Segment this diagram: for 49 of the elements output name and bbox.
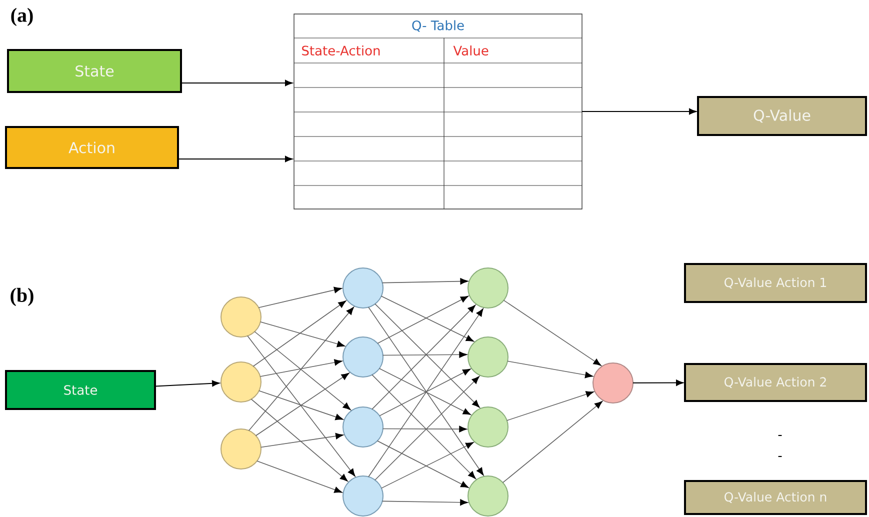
arrow bbox=[178, 156, 293, 162]
neuron-circle bbox=[220, 362, 262, 402]
arrow bbox=[180, 80, 293, 86]
q-table: Q- Table State-Action Value bbox=[294, 14, 582, 210]
state-box: State bbox=[5, 370, 156, 410]
arrow bbox=[507, 360, 593, 378]
arrow bbox=[258, 390, 344, 420]
q-value-box: Q-Value bbox=[697, 96, 868, 136]
q-value-box: Q-Value Action n bbox=[684, 480, 868, 515]
arrow bbox=[260, 432, 344, 448]
arrow bbox=[255, 372, 350, 436]
arrow bbox=[382, 426, 467, 432]
ellipsis-dash: - bbox=[778, 434, 782, 436]
neuron-circle bbox=[468, 268, 508, 308]
neuron-circle bbox=[342, 336, 384, 378]
arrow bbox=[250, 398, 348, 482]
q-value-box: Q-Value Action 1 bbox=[684, 263, 868, 303]
arrow bbox=[260, 321, 345, 348]
action-box: Action bbox=[5, 126, 179, 169]
arrow bbox=[503, 300, 602, 366]
neuron-circle bbox=[220, 296, 262, 338]
arrow bbox=[154, 380, 220, 387]
arrow bbox=[502, 401, 602, 484]
q-value-box: Q-Value Action 2 bbox=[684, 363, 868, 402]
neuron-circle bbox=[342, 268, 384, 308]
neuron-circle bbox=[468, 406, 508, 448]
neuron-circle bbox=[342, 406, 384, 448]
arrow bbox=[258, 286, 342, 308]
arrow bbox=[382, 278, 468, 284]
neuron-circle bbox=[220, 428, 262, 470]
arrow bbox=[247, 336, 356, 476]
arrow bbox=[248, 306, 354, 431]
arrow bbox=[382, 499, 468, 506]
arrow bbox=[382, 351, 467, 358]
ellipsis-dash: - bbox=[778, 456, 782, 457]
state-box: State bbox=[7, 49, 182, 93]
panel-label: (b) bbox=[10, 288, 34, 306]
arrow bbox=[252, 300, 346, 367]
arrow bbox=[256, 460, 342, 493]
arrow bbox=[632, 380, 684, 386]
arrow bbox=[506, 391, 594, 421]
neuron-circle bbox=[468, 336, 508, 378]
arrow bbox=[260, 359, 342, 377]
arrow bbox=[254, 331, 351, 410]
neuron-circle bbox=[468, 476, 508, 516]
neuron-circle bbox=[592, 362, 634, 404]
neuron-circle bbox=[342, 476, 384, 516]
panel-label: (a) bbox=[11, 8, 33, 26]
arrow bbox=[582, 108, 697, 115]
